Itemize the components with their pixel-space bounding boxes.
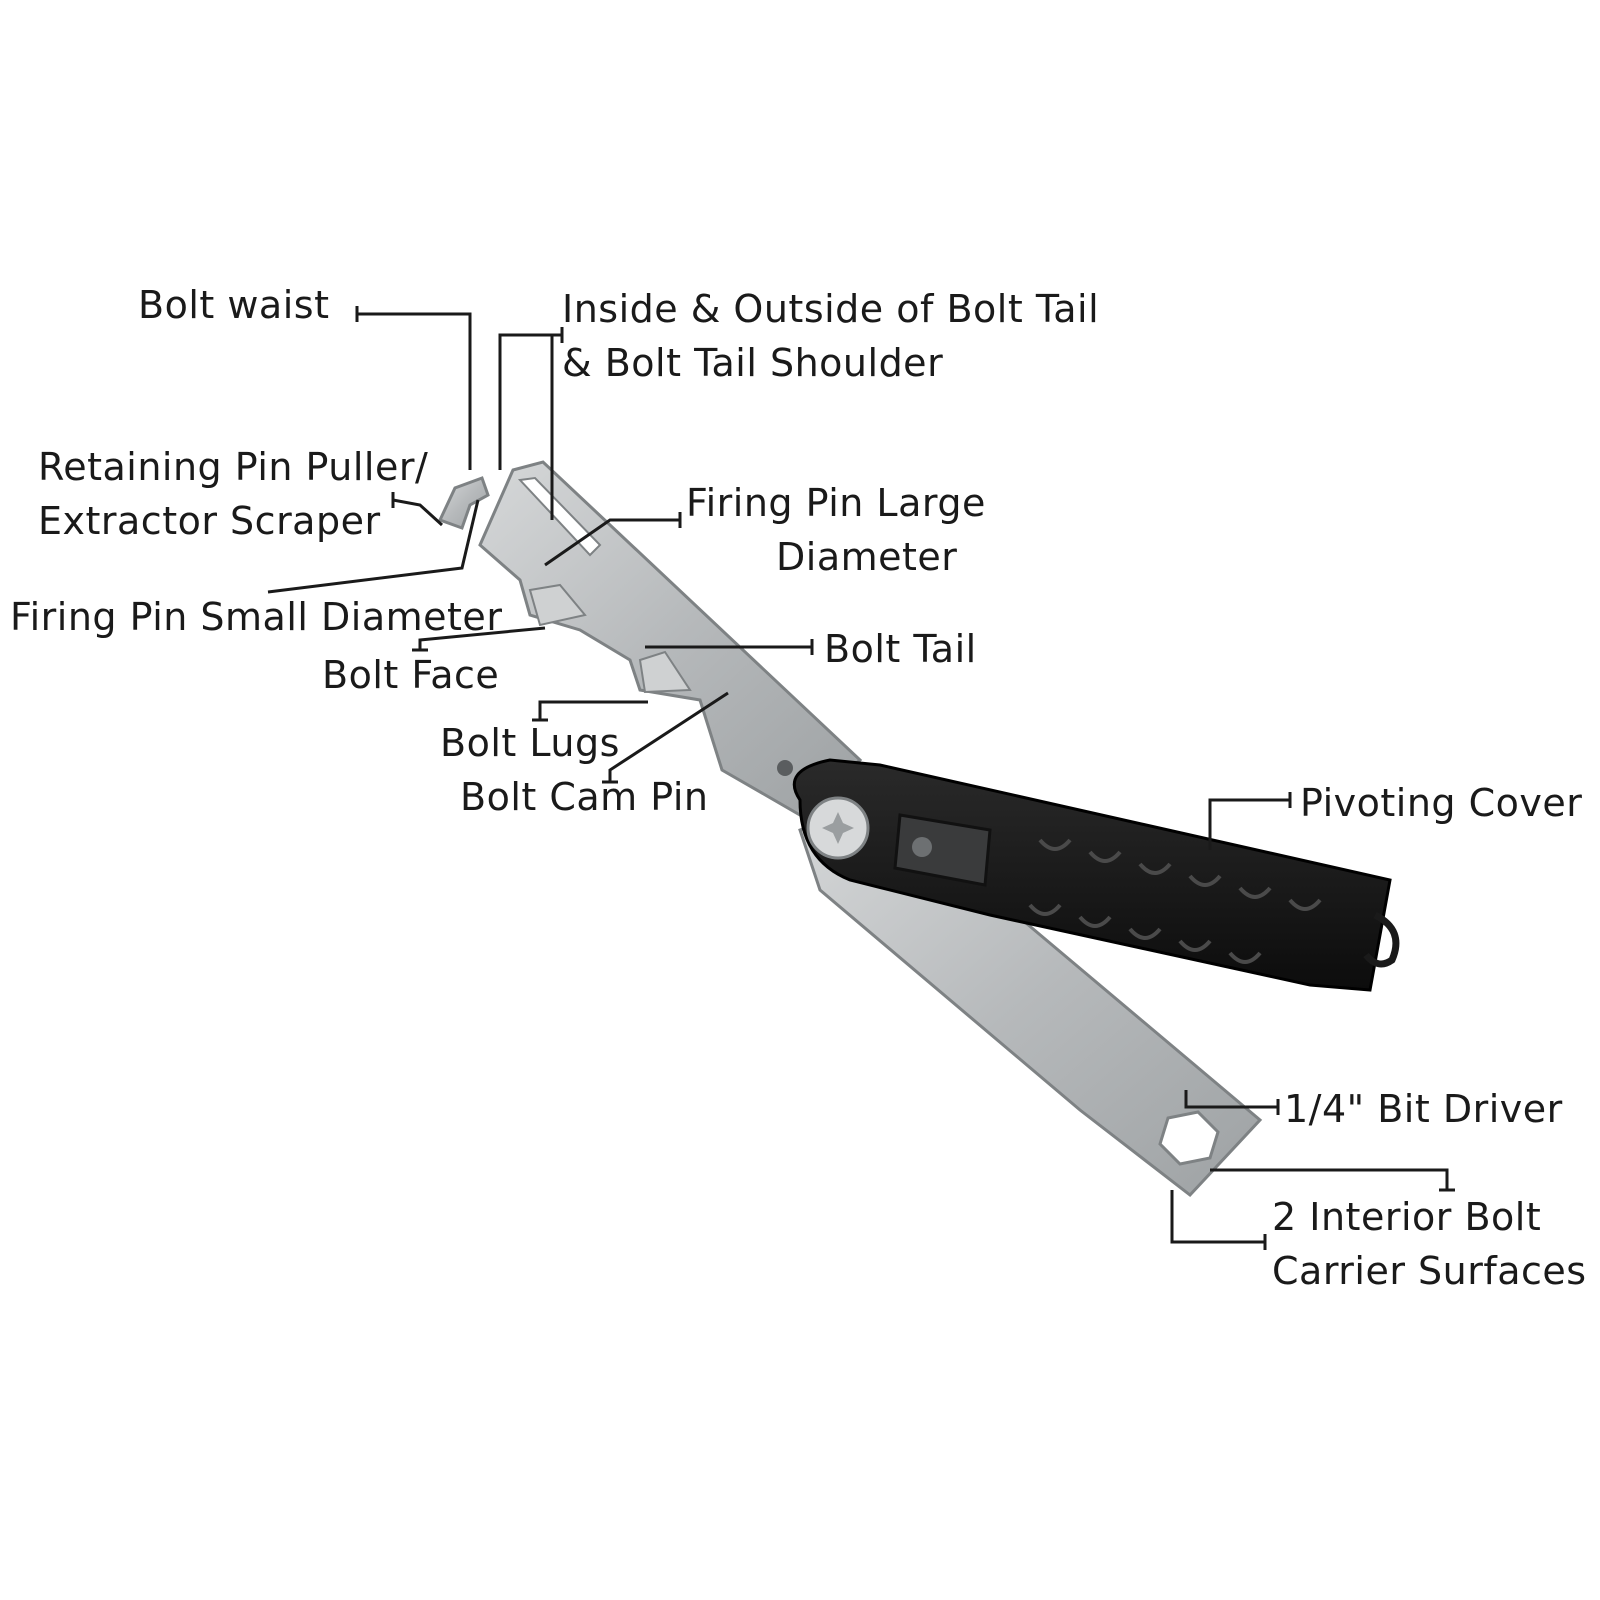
leader-bit-driver xyxy=(1184,1090,1278,1109)
grip-texture xyxy=(1028,838,1322,964)
retaining-pin-hook xyxy=(437,476,490,530)
leader-bolt-lugs xyxy=(538,700,648,720)
cover-key-loop xyxy=(1363,911,1400,968)
firing-pin-slot xyxy=(517,476,602,557)
leader-bolt-cam-pin xyxy=(608,691,729,782)
label-carrier-line2: Carrier Surfaces xyxy=(1272,1249,1587,1293)
label-bolt-waist: Bolt waist xyxy=(138,283,330,327)
hex-bit-driver-hole xyxy=(1158,1110,1220,1166)
label-firing-large-line2: Diameter xyxy=(776,535,958,579)
label-retaining-line2: Extractor Scraper xyxy=(38,499,381,543)
label-carrier-line1: 2 Interior Bolt xyxy=(1272,1195,1542,1239)
leader-firing-small xyxy=(267,499,480,594)
label-inside-outside-line2: & Bolt Tail Shoulder xyxy=(562,341,944,385)
label-pivoting-cover: Pivoting Cover xyxy=(1300,781,1583,825)
leader-bolt-waist xyxy=(357,312,472,470)
leader-lines xyxy=(267,306,1455,1250)
leader-inside-outside xyxy=(498,333,562,470)
bolt-lugs-tab xyxy=(638,650,692,694)
label-bolt-lugs: Bolt Lugs xyxy=(440,721,620,765)
bolt-face-tab xyxy=(528,583,587,627)
leader-carrier-lower xyxy=(1170,1190,1265,1244)
cover-body xyxy=(792,758,1392,992)
cover-clip-window xyxy=(893,813,992,887)
steel-rivet xyxy=(777,760,793,776)
leader-carrier-upper xyxy=(1210,1168,1449,1190)
label-retaining-line1: Retaining Pin Puller/ xyxy=(38,445,429,489)
cover-clip-rivet xyxy=(912,837,932,857)
label-bit-driver: 1/4" Bit Driver xyxy=(1284,1087,1563,1131)
label-bolt-face: Bolt Face xyxy=(322,653,500,697)
leader-retaining xyxy=(392,498,444,527)
label-bolt-tail: Bolt Tail xyxy=(824,627,977,671)
leader-pivoting-cover xyxy=(1208,798,1290,850)
leader-bolt-face xyxy=(418,626,546,650)
steel-body xyxy=(437,460,1263,1198)
label-firing-small: Firing Pin Small Diameter xyxy=(10,595,503,639)
label-bolt-cam-pin: Bolt Cam Pin xyxy=(460,775,709,819)
pivoting-cover-shape xyxy=(792,758,1400,992)
leader-firing-large xyxy=(544,518,680,567)
label-firing-large-line1: Firing Pin Large xyxy=(686,481,986,525)
label-inside-outside-line1: Inside & Outside of Bolt Tail xyxy=(562,287,1100,331)
steel-blade-upper xyxy=(478,460,863,817)
torx-star-icon xyxy=(822,812,854,844)
